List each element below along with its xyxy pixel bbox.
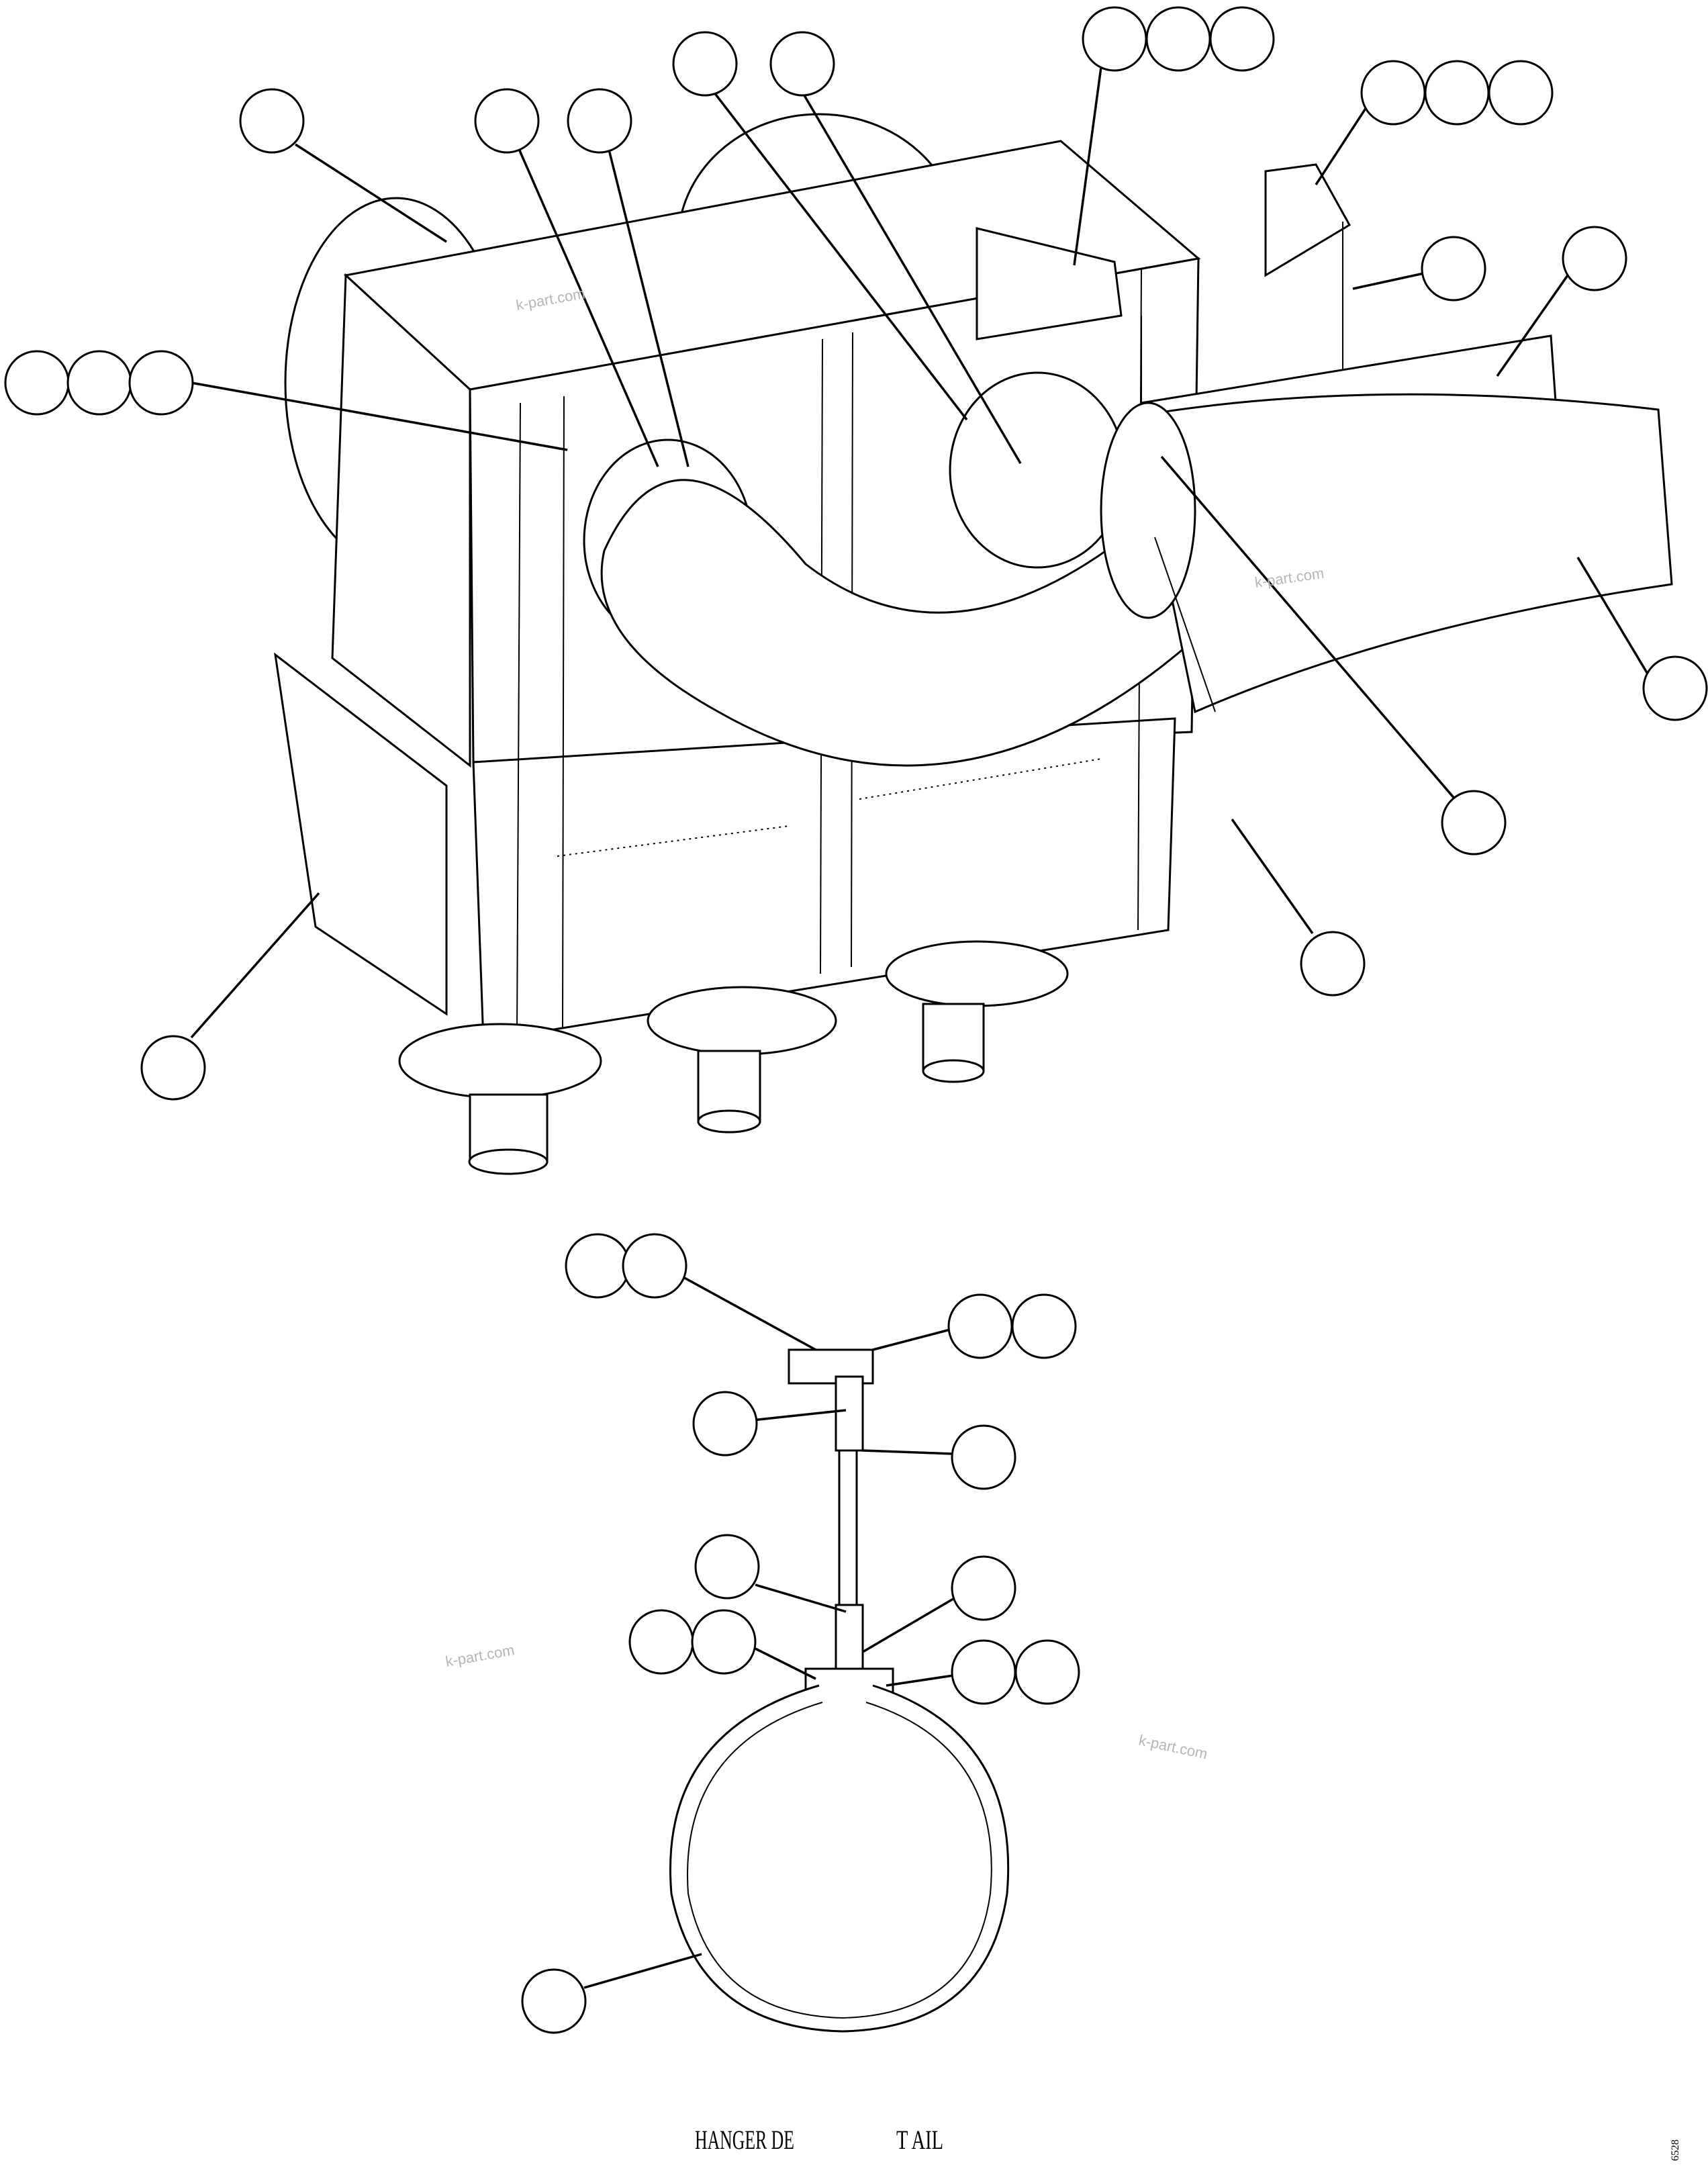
callout-bubble (622, 1233, 687, 1299)
callout-bubble (4, 350, 70, 416)
callout-bubble (239, 88, 305, 154)
callout-bubble (66, 350, 132, 416)
hanger-detail (669, 1348, 1010, 2033)
callout-bubble (628, 1609, 694, 1675)
housing-side-face (331, 273, 471, 768)
callout-bubble (140, 1035, 206, 1101)
housing-lower-section (472, 717, 1176, 1042)
detail-lower-rod-end (835, 1604, 864, 1673)
callout-bubble (474, 88, 540, 154)
pipe-clamp-band (1100, 402, 1196, 619)
callout-bubble (1441, 790, 1507, 856)
detail-upper-rod-end (835, 1375, 864, 1452)
air-cleaner-assembly (273, 113, 1673, 1175)
dust-valve-middle (647, 986, 837, 1134)
callout-bubble (565, 1233, 630, 1299)
rivet-row-left (557, 825, 790, 857)
callout-bubble (1209, 6, 1275, 72)
callout-bubble (128, 350, 194, 416)
housing-rib-1 (516, 402, 521, 1035)
housing-side-cover-panel (273, 652, 448, 1016)
caption-left: HANGER DE (695, 2125, 794, 2155)
callout-bubble (1642, 655, 1708, 721)
callout-bubble (1011, 1293, 1077, 1359)
callout-bubble (1421, 236, 1486, 302)
callout-bubble (1562, 226, 1627, 291)
callout-bubble (947, 1293, 1013, 1359)
callout-bubble (1488, 60, 1554, 126)
housing-rib-2 (562, 396, 565, 1028)
drawing-number: 6528 (1670, 2139, 1681, 2161)
detail-clamp-band (669, 1684, 1010, 2033)
callout-bubble (694, 1534, 760, 1600)
callout-bubble (672, 31, 738, 97)
watermark-3: k-part.com (444, 1641, 516, 1670)
callout-bubble (769, 31, 835, 97)
watermark-4: k-part.com (1137, 1731, 1209, 1762)
leader-lines (190, 66, 1650, 1989)
dust-valve-right (885, 940, 1069, 1083)
dust-valve-left (398, 1023, 602, 1175)
callout-bubble (691, 1609, 757, 1675)
detail-clamp-band-inner (687, 1702, 992, 2019)
callout-bubble (692, 1391, 758, 1457)
caption-right: T AIL (896, 2125, 943, 2155)
callout-bubble (521, 1968, 587, 2034)
callout-bubble (1014, 1639, 1080, 1705)
outlet-pipe-lower (1133, 393, 1673, 714)
mounting-bracket-right (1264, 163, 1351, 277)
callout-bubble (567, 88, 632, 154)
callout-bubble (1424, 60, 1490, 126)
mounting-bracket-center (976, 227, 1123, 340)
callout-bubble (951, 1424, 1016, 1490)
outlet-collar-right (949, 371, 1126, 569)
callout-bubble (951, 1555, 1016, 1621)
callout-bubble (1082, 6, 1147, 72)
callout-bubbles (4, 6, 1708, 2034)
hanger-band-main (1154, 537, 1216, 712)
callout-bubble (951, 1639, 1016, 1705)
callout-bubble (1300, 931, 1366, 997)
rivet-row-right (859, 758, 1102, 800)
callout-bubble (1360, 60, 1426, 126)
callout-bubble (1145, 6, 1211, 72)
